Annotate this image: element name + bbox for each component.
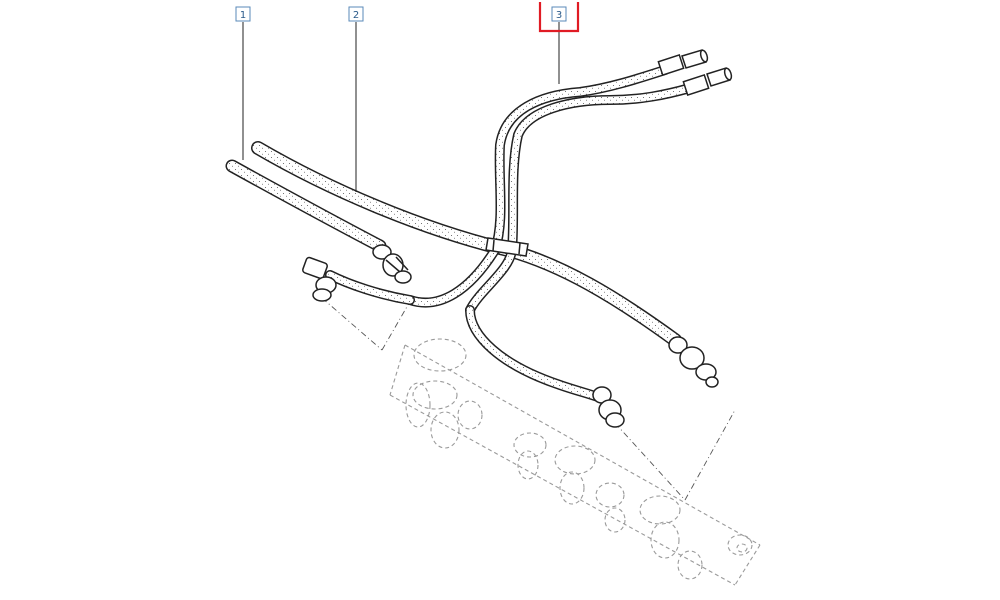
pipe-set-3-fittings xyxy=(657,49,733,97)
callout-2-label: 2 xyxy=(353,10,359,21)
callout-3-label: 3 xyxy=(556,10,562,21)
left-connector xyxy=(302,256,337,302)
callout-1[interactable]: 1 xyxy=(235,6,251,22)
pipe-1 xyxy=(225,159,412,284)
callout-3-highlight xyxy=(538,2,580,33)
lower-connector xyxy=(592,386,625,428)
fuel-rail-dashed xyxy=(389,338,761,586)
pipe-2-connector xyxy=(668,336,719,388)
callout-3[interactable]: 3 xyxy=(551,6,567,22)
callout-1-label: 1 xyxy=(240,10,246,21)
pipe-clamp xyxy=(485,237,529,257)
connection-leaders xyxy=(321,297,736,501)
pipe-set-3 xyxy=(325,65,695,405)
callout-2[interactable]: 2 xyxy=(348,6,364,22)
pipe-1-connector xyxy=(372,244,412,284)
callout-leaders xyxy=(242,22,560,192)
